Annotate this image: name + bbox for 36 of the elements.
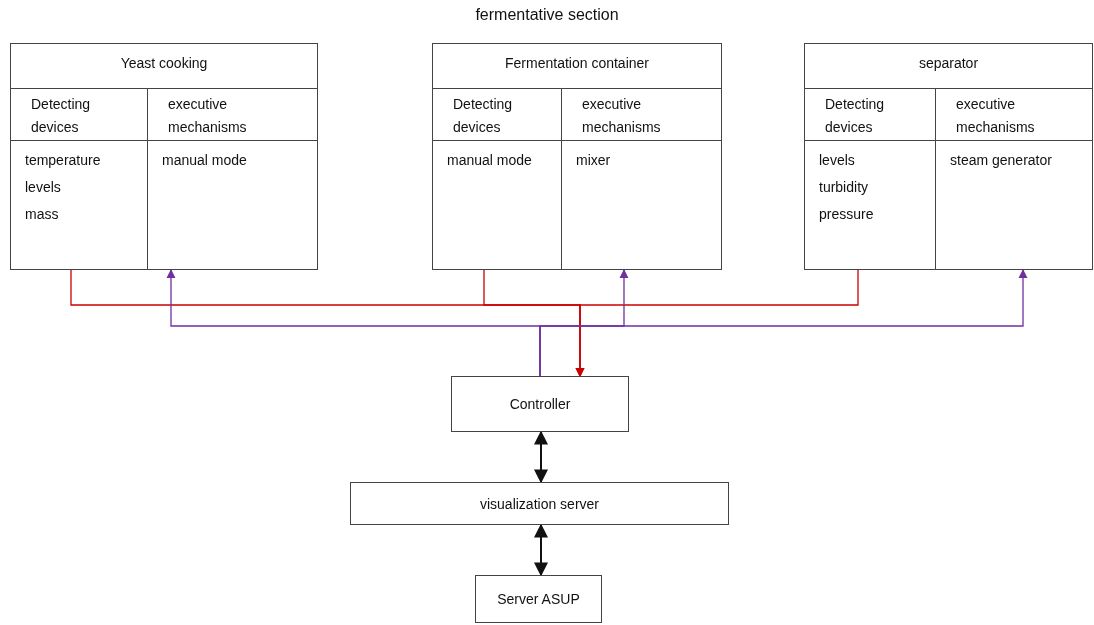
unit-box <box>10 43 318 270</box>
list-item: levels <box>818 151 856 170</box>
list-item: turbidity <box>818 178 870 197</box>
unit-box <box>804 43 1093 270</box>
box-label: Server ASUP <box>497 591 580 607</box>
list-item: manual mode <box>446 151 533 170</box>
column-header: Detecting devices <box>805 89 935 141</box>
column-header: Detecting devices <box>11 89 147 141</box>
diagram-title: fermentative section <box>474 6 620 24</box>
column-header: Detecting devices <box>433 89 561 141</box>
connector-arrow <box>534 430 548 484</box>
list-item: steam generator <box>949 151 1053 170</box>
process-box <box>475 575 602 623</box>
table-column <box>561 88 722 270</box>
connector-arrow <box>534 523 548 577</box>
box-label: Controller <box>509 396 571 412</box>
column-header: executive mechanisms <box>936 89 1093 141</box>
connector-arrow <box>539 269 1028 377</box>
column-header: executive mechanisms <box>562 89 722 141</box>
list-item: mass <box>24 205 60 224</box>
list-item: manual mode <box>161 151 248 170</box>
column-header: executive mechanisms <box>148 89 318 141</box>
process-box <box>451 376 629 432</box>
list-item: levels <box>24 178 62 197</box>
table-column <box>935 88 1093 270</box>
unit-title: Yeast cooking <box>119 54 209 73</box>
box-label: visualization server <box>479 495 600 512</box>
unit-title: separator <box>917 54 980 73</box>
list-item: pressure <box>818 205 875 224</box>
process-box <box>350 482 729 525</box>
connector-arrow <box>575 269 859 377</box>
list-item: temperature <box>24 151 102 170</box>
unit-box <box>432 43 722 270</box>
list-item: mixer <box>575 151 612 170</box>
table-column <box>147 88 318 270</box>
unit-title: Fermentation container <box>504 54 650 73</box>
